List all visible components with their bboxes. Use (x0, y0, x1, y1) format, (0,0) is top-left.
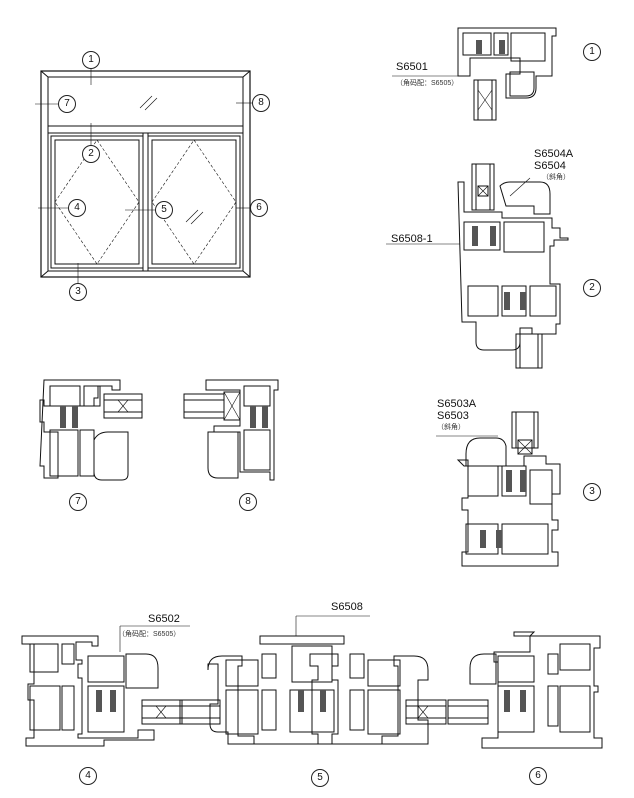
section-5-drawing (179, 615, 447, 745)
elevation-callout-4: 4 (68, 199, 86, 217)
section-7-drawing (39, 379, 143, 481)
section-3-note: （斜角） (437, 424, 465, 431)
section-8-drawing (183, 379, 279, 481)
section-3-number: 3 (583, 483, 601, 501)
section-4-note: （角码配：S6505） (118, 631, 181, 638)
elevation-callout-1: 1 (82, 51, 100, 69)
section-8-number: 8 (239, 493, 257, 511)
section-2-number: 2 (583, 279, 601, 297)
section-2-part-c-label: S6508-1 (391, 233, 433, 245)
section-3-drawing (436, 411, 561, 567)
elevation-callout-2: 2 (82, 145, 100, 163)
elevation-callout-8: 8 (252, 94, 270, 112)
section-1-note: （角码配：S6505） (396, 80, 459, 87)
section-7-number: 7 (69, 493, 87, 511)
section-1-number: 1 (583, 43, 601, 61)
section-2-note: （斜角） (542, 174, 570, 181)
section-1-part-label: S6501 (396, 61, 428, 73)
section-4-number: 4 (79, 767, 97, 785)
section-4-part-label: S6502 (148, 613, 180, 625)
section-2-part-b-label: S6504 (534, 160, 566, 172)
section-1-drawing (392, 27, 557, 121)
section-3-part-b-label: S6503 (437, 410, 469, 422)
elevation-callout-7: 7 (58, 95, 76, 113)
elevation-callout-5: 5 (155, 201, 173, 219)
section-6-number: 6 (529, 767, 547, 785)
window-elevation (35, 62, 252, 284)
section-5-part-label: S6508 (331, 601, 363, 613)
elevation-callout-3: 3 (69, 283, 87, 301)
section-4-drawing (21, 625, 190, 747)
section-2-drawing (386, 163, 569, 369)
section-2-part-a-label: S6504A (534, 148, 574, 160)
section-6-drawing (447, 631, 603, 749)
section-3-part-a-label: S6503A (437, 398, 477, 410)
elevation-callout-6: 6 (250, 199, 268, 217)
section-5-number: 5 (311, 769, 329, 787)
